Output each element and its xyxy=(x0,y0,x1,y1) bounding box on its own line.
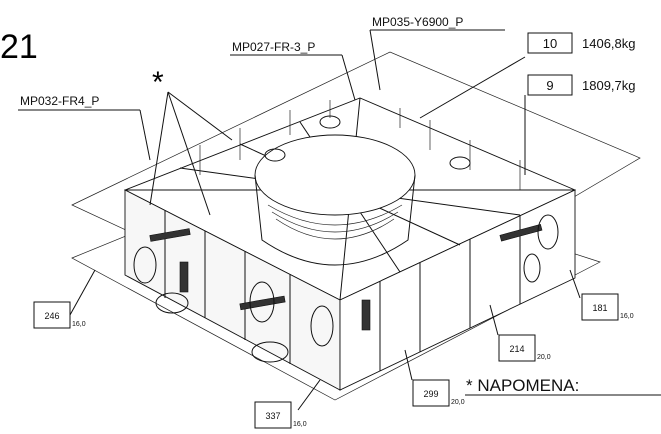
part-label-mp027: MP027-FR-3_P xyxy=(232,40,315,54)
svg-text:16,0: 16,0 xyxy=(72,321,86,328)
position-number: 10 xyxy=(543,36,557,51)
weight-row-9: 9 1809,7kg xyxy=(527,74,636,96)
central-cylinder-top xyxy=(254,134,416,216)
position-number: 9 xyxy=(546,78,553,93)
weight-row-10: 10 1406,8kg xyxy=(527,32,636,54)
svg-text:16,0: 16,0 xyxy=(293,421,307,428)
leader-lines xyxy=(18,29,661,411)
plate-tag-214: 214 20,0 xyxy=(498,334,551,362)
mass-value: 1406,8kg xyxy=(582,36,636,51)
figure-number: 21 xyxy=(0,28,38,66)
svg-text:16,0: 16,0 xyxy=(620,313,634,320)
stiffener xyxy=(149,228,191,242)
plate-tag-299: 299 20,0 xyxy=(412,379,465,407)
mass-value: 1809,7kg xyxy=(582,78,636,93)
position-box xyxy=(527,74,573,96)
plate-tag-246: 246 16,0 xyxy=(33,301,86,329)
central-cylinder-wall xyxy=(254,174,416,266)
stiffener xyxy=(179,261,189,293)
stiffener xyxy=(361,299,371,331)
deck-frames xyxy=(199,100,521,190)
front-right-wall xyxy=(339,189,576,391)
left-wall-frames xyxy=(164,210,291,364)
svg-text:246: 246 xyxy=(44,311,59,321)
part-label-mp032: MP032-FR4_P xyxy=(20,94,99,108)
plate-tag-181: 181 16,0 xyxy=(581,293,634,321)
asterisk-marker: * xyxy=(152,66,164,99)
plate-tag-337: 337 16,0 xyxy=(254,401,307,429)
svg-text:20,0: 20,0 xyxy=(451,399,465,406)
position-box xyxy=(527,32,573,54)
svg-text:299: 299 xyxy=(423,389,438,399)
ship-module-structure xyxy=(71,51,641,401)
part-label-mp035: MP035-Y6900_P xyxy=(372,15,463,29)
right-wall-frames xyxy=(379,215,521,371)
svg-text:214: 214 xyxy=(509,344,524,354)
svg-text:20,0: 20,0 xyxy=(537,354,551,361)
stiffener xyxy=(499,224,543,242)
svg-text:181: 181 xyxy=(592,303,607,313)
note-label: * NAPOMENA: xyxy=(466,376,579,395)
svg-text:337: 337 xyxy=(265,411,280,421)
lightening-holes xyxy=(133,115,559,363)
